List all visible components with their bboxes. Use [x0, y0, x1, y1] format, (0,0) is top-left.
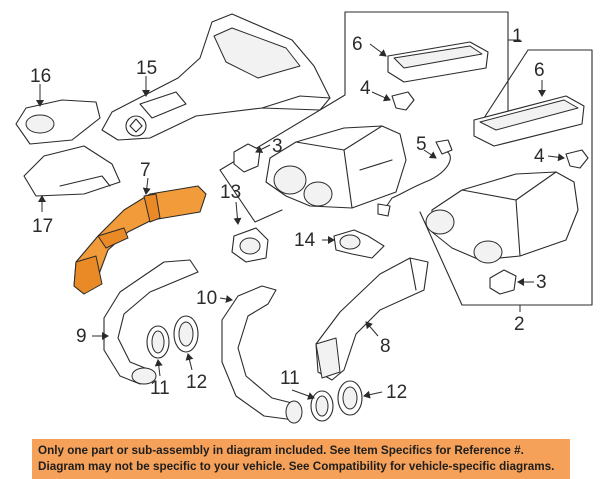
- sensor-part-14: [333, 229, 385, 259]
- callout-10: 10: [196, 288, 217, 309]
- callout-11-right: 11: [280, 368, 300, 389]
- callout-11-left: 11: [150, 378, 170, 399]
- callout-4-box1: 4: [360, 78, 371, 99]
- clip-part-3-right: [489, 269, 517, 295]
- callout-6-box2: 6: [534, 60, 545, 81]
- callout-14: 14: [294, 230, 316, 251]
- callout-12-right: 12: [386, 382, 407, 403]
- disclaimer-line-1: Only one part or sub-assembly in diagram…: [38, 444, 524, 457]
- callout-5: 5: [416, 134, 427, 155]
- air-cleaner-housing-part-1: [265, 125, 407, 209]
- air-filter-part-6-box1: [387, 41, 489, 83]
- duct-part-8: [315, 257, 429, 381]
- callout-2: 2: [514, 314, 525, 335]
- duct-part-10: [221, 285, 303, 424]
- duct-part-9: [103, 259, 199, 385]
- exploded-parts-diagram: 1 2 3 3 4 4 5 6 6 7 8 9 10 11 11 12 12 1…: [15, 11, 593, 424]
- callout-3-right: 3: [536, 272, 547, 293]
- callout-6-box1: 6: [352, 34, 363, 55]
- callout-9: 9: [76, 326, 87, 347]
- callout-12-left: 12: [186, 372, 207, 393]
- cover-part-17: [23, 145, 121, 197]
- clamp-part-12-right: [337, 380, 363, 416]
- clamp-part-11-left: [146, 325, 170, 359]
- callout-8: 8: [380, 336, 391, 357]
- hose-part-5: [377, 139, 453, 217]
- clamp-part-11-right: [310, 390, 334, 422]
- intake-duct-part-7: [73, 185, 207, 295]
- callout-labels: 1 2 3 3 4 4 5 6 6 7 8 9 10 11 11 12 12 1…: [30, 26, 547, 403]
- assembly-box-1: [219, 11, 521, 223]
- sensor-part-4-box2: [565, 149, 589, 169]
- air-filter-part-6-box2: [473, 95, 585, 147]
- sensor-part-4-box1: [391, 91, 415, 111]
- callout-7: 7: [140, 160, 151, 181]
- callout-17: 17: [32, 216, 53, 237]
- callout-4-box2: 4: [534, 146, 545, 167]
- bracket-part-16: [15, 99, 101, 145]
- air-cleaner-housing-part-2: [425, 171, 579, 264]
- engine-cover-part-15: [101, 13, 331, 141]
- callout-3-left: 3: [272, 136, 283, 157]
- clip-part-3-left: [233, 143, 261, 173]
- disclaimer-banner: Only one part or sub-assembly in diagram…: [32, 439, 570, 479]
- callout-16: 16: [30, 66, 51, 87]
- callout-1: 1: [512, 26, 523, 47]
- clamp-part-12-left: [173, 315, 199, 353]
- callout-15: 15: [136, 58, 157, 79]
- callout-13: 13: [220, 182, 241, 203]
- leader-lines: [36, 43, 565, 400]
- mass-air-sensor-part-13: [231, 227, 269, 263]
- assembly-box-2: [419, 49, 593, 306]
- disclaimer-line-2: Diagram may not be specific to your vehi…: [38, 460, 555, 473]
